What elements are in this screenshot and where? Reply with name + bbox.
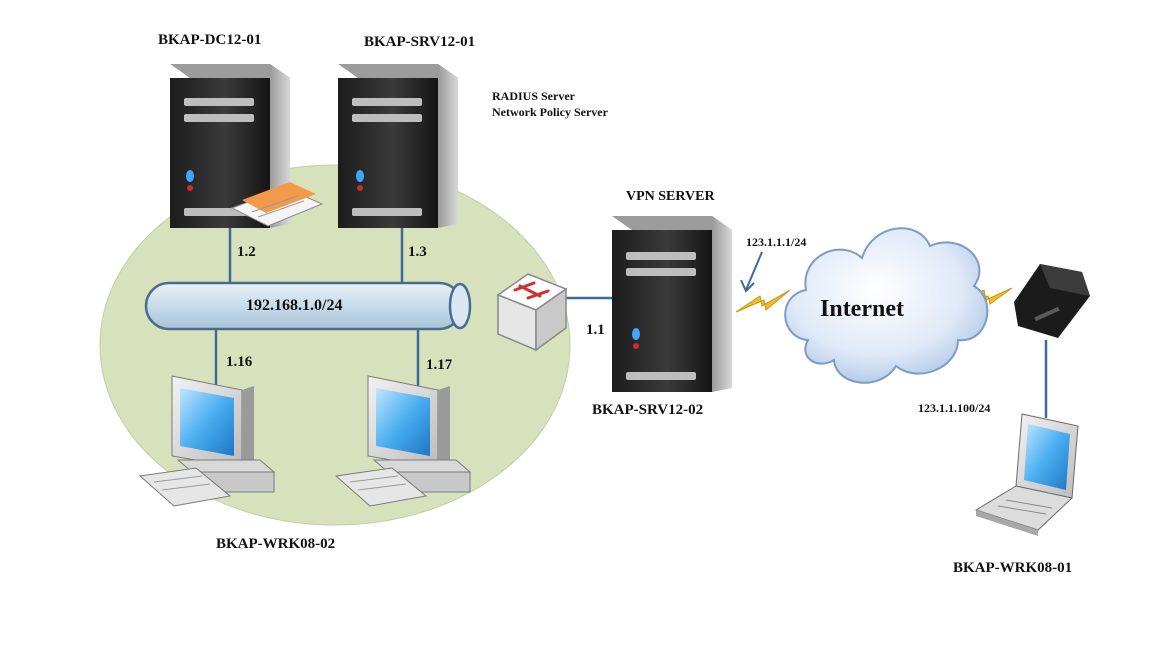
srv-role-nps: Network Policy Server	[492, 105, 608, 119]
wrk-lan-name-label: BKAP-WRK08-02	[216, 536, 336, 552]
lan-subnet-label: 192.168.1.0/24	[246, 297, 343, 314]
vpn-title-label: VPN SERVER	[626, 189, 715, 204]
wrk-b-ip-label: 1.17	[426, 357, 453, 373]
wrk-remote-name-label: BKAP-WRK08-01	[953, 560, 1073, 576]
dc-name-label: BKAP-DC12-01	[158, 32, 262, 48]
internet-label: Internet	[820, 296, 904, 322]
vpn-name-label: BKAP-SRV12-02	[592, 402, 704, 418]
server-icon	[338, 64, 458, 228]
server-icon	[612, 216, 732, 392]
desktop-icon	[138, 375, 276, 507]
desktop-icon	[334, 375, 472, 507]
srv-role-radius: RADIUS Server	[492, 89, 575, 103]
lightning-icon	[735, 289, 791, 313]
cloud-icon	[784, 227, 989, 384]
remote-ip-label: 123.1.1.100/24	[918, 401, 991, 415]
arrow-icon	[740, 251, 763, 293]
switch-icon	[496, 273, 568, 352]
dc-ip-label: 1.2	[237, 244, 256, 260]
document-icon	[230, 182, 324, 227]
vpn-ip-label: 1.1	[586, 322, 605, 338]
laptop-icon	[974, 413, 1079, 536]
wrk-a-ip-label: 1.16	[226, 354, 253, 370]
server-icon	[170, 64, 290, 228]
lan-backbone-pipe	[144, 281, 472, 331]
link-lines	[214, 222, 1048, 418]
vpn-public-ip-label: 123.1.1.1/24	[746, 235, 807, 249]
srv-name-label: BKAP-SRV12-01	[364, 34, 476, 50]
srv-ip-label: 1.3	[408, 244, 427, 260]
modem-icon	[1014, 264, 1090, 338]
